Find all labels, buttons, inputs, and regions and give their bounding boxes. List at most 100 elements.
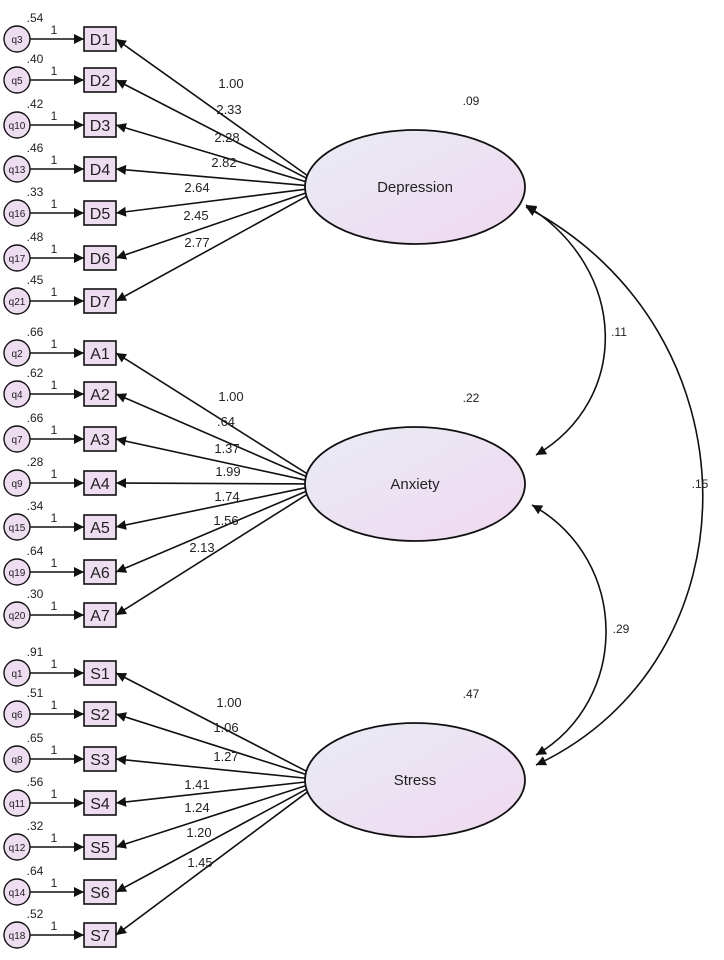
factor-loading: 1.37 <box>214 441 239 456</box>
indicator-label: D5 <box>90 206 111 223</box>
fixed-weight: 1 <box>51 743 58 757</box>
latent-label-anxiety: Anxiety <box>390 476 440 493</box>
latent-anxiety <box>304 426 526 542</box>
indicator-a3 <box>83 426 117 452</box>
fixed-weight: 1 <box>51 698 58 712</box>
error-term-label: q8 <box>11 755 23 766</box>
indicator-s7 <box>83 922 117 948</box>
factor-loading: 2.77 <box>184 235 209 250</box>
factor-loading: 2.64 <box>184 180 209 195</box>
fixed-weight: 1 <box>51 831 58 845</box>
loading-path-a7 <box>115 491 312 616</box>
error-term-q19 <box>3 558 31 586</box>
error-term-q3 <box>3 25 31 53</box>
indicator-label: A3 <box>90 432 110 449</box>
covariance-value: .15 <box>692 477 709 491</box>
indicator-label: A4 <box>90 476 110 493</box>
error-term-q6 <box>3 700 31 728</box>
fixed-weight: 1 <box>51 378 58 392</box>
loading-path-s6 <box>115 786 312 893</box>
error-variance: .30 <box>27 587 44 601</box>
indicator-label: D6 <box>90 251 111 268</box>
indicator-a6 <box>83 559 117 585</box>
error-term-label: q13 <box>9 165 26 176</box>
fixed-weight: 1 <box>51 657 58 671</box>
indicator-s4 <box>83 790 117 816</box>
fixed-weight: 1 <box>51 599 58 613</box>
error-term-q11 <box>3 789 31 817</box>
loading-path-s4 <box>115 780 312 807</box>
error-variance: .64 <box>27 864 44 878</box>
indicator-label: S6 <box>90 885 110 902</box>
latent-variance-anxiety: .22 <box>463 391 480 405</box>
loading-path-s2 <box>115 712 312 777</box>
factor-loading: 1.20 <box>186 825 211 840</box>
indicator-d6 <box>83 245 117 271</box>
error-variance: .56 <box>27 775 44 789</box>
error-variance: .51 <box>27 686 44 700</box>
error-term-label: q15 <box>9 523 26 534</box>
factor-loading: 2.28 <box>214 130 239 145</box>
error-term-label: q20 <box>9 611 26 622</box>
error-term-q10 <box>3 111 31 139</box>
error-term-q18 <box>3 921 31 949</box>
error-variance: .45 <box>27 273 44 287</box>
error-term-label: q17 <box>9 254 26 265</box>
error-term-q7 <box>3 425 31 453</box>
error-variance: .34 <box>27 499 44 513</box>
error-variance: .66 <box>27 325 44 339</box>
error-term-q21 <box>3 287 31 315</box>
fixed-weight: 1 <box>51 109 58 123</box>
factor-loading: 1.00 <box>218 76 243 91</box>
error-term-q8 <box>3 745 31 773</box>
indicator-label: A6 <box>90 565 110 582</box>
fixed-weight: 1 <box>51 511 58 525</box>
indicator-a1 <box>83 340 117 366</box>
fixed-weight: 1 <box>51 919 58 933</box>
indicator-a5 <box>83 514 117 540</box>
indicator-d5 <box>83 200 117 226</box>
factor-loading: 2.33 <box>216 102 241 117</box>
error-variance: .52 <box>27 907 44 921</box>
loading-path-a4 <box>115 478 312 489</box>
factor-loading: 2.13 <box>189 540 214 555</box>
error-variance: .62 <box>27 366 44 380</box>
error-term-label: q11 <box>9 799 25 810</box>
error-term-label: q7 <box>11 435 23 446</box>
indicator-label: S2 <box>90 707 110 724</box>
error-variance: .46 <box>27 141 44 155</box>
fixed-weight: 1 <box>51 285 58 299</box>
error-term-label: q21 <box>9 297 26 308</box>
indicator-d4 <box>83 156 117 182</box>
indicator-s3 <box>83 746 117 772</box>
loading-path-d7 <box>115 193 312 302</box>
fixed-weight: 1 <box>51 556 58 570</box>
error-variance: .64 <box>27 544 44 558</box>
factor-loading: 1.99 <box>215 464 240 479</box>
error-term-label: q2 <box>11 349 23 360</box>
factor-loading: 1.00 <box>218 389 243 404</box>
factor-loading: 1.24 <box>184 800 209 815</box>
latent-depression <box>304 129 526 245</box>
indicator-label: D7 <box>90 294 111 311</box>
error-variance: .32 <box>27 819 44 833</box>
error-term-q15 <box>3 513 31 541</box>
loading-path-s7 <box>115 788 312 936</box>
fixed-weight: 1 <box>51 467 58 481</box>
covariance-value: .11 <box>611 325 627 339</box>
loading-path-s3 <box>115 755 312 780</box>
error-term-q17 <box>3 244 31 272</box>
covariance-value: .29 <box>613 622 630 636</box>
error-term-label: q3 <box>11 35 23 46</box>
factor-loading: 1.45 <box>187 855 212 870</box>
loading-path-d5 <box>115 187 312 217</box>
loading-path-d3 <box>115 123 312 185</box>
factor-loading: .64 <box>217 414 235 429</box>
error-term-label: q9 <box>11 479 23 490</box>
error-term-q16 <box>3 199 31 227</box>
indicator-d7 <box>83 288 117 314</box>
error-variance: .66 <box>27 411 44 425</box>
fixed-weight: 1 <box>51 337 58 351</box>
latent-stress <box>304 722 526 838</box>
